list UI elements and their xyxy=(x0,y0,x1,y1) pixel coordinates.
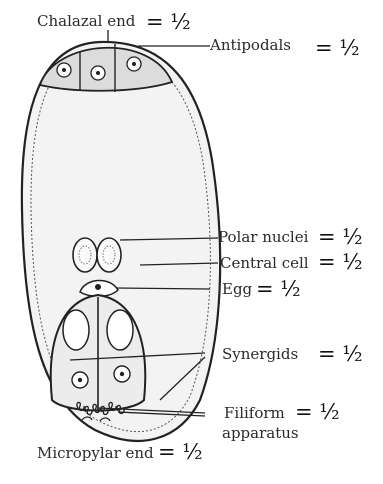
label-chalazal-end: Chalazal end xyxy=(37,14,135,29)
label-central-cell: Central cell xyxy=(220,256,309,271)
mark-filiform: = ½ xyxy=(295,402,340,423)
antipodal-cells xyxy=(40,44,172,92)
label-micropylar-end: Micropylar end xyxy=(37,446,154,461)
mark-micropylar-end: = ½ xyxy=(158,442,203,463)
mark-synergids: = ½ xyxy=(318,344,363,365)
label-egg: Egg xyxy=(222,282,252,297)
mark-chalazal-end: = ½ xyxy=(146,12,191,33)
label-antipodals: Antipodals xyxy=(210,38,291,53)
mark-central-cell: = ½ xyxy=(318,252,363,273)
mark-antipodals: = ½ xyxy=(315,38,360,59)
label-apparatus: apparatus xyxy=(222,426,299,441)
mark-polar-nuclei: = ½ xyxy=(318,227,363,248)
mark-egg: = ½ xyxy=(256,279,301,300)
label-polar-nuclei: Polar nuclei xyxy=(218,230,308,245)
label-synergids: Synergids xyxy=(222,347,298,362)
label-filiform: Filiform xyxy=(224,406,285,421)
